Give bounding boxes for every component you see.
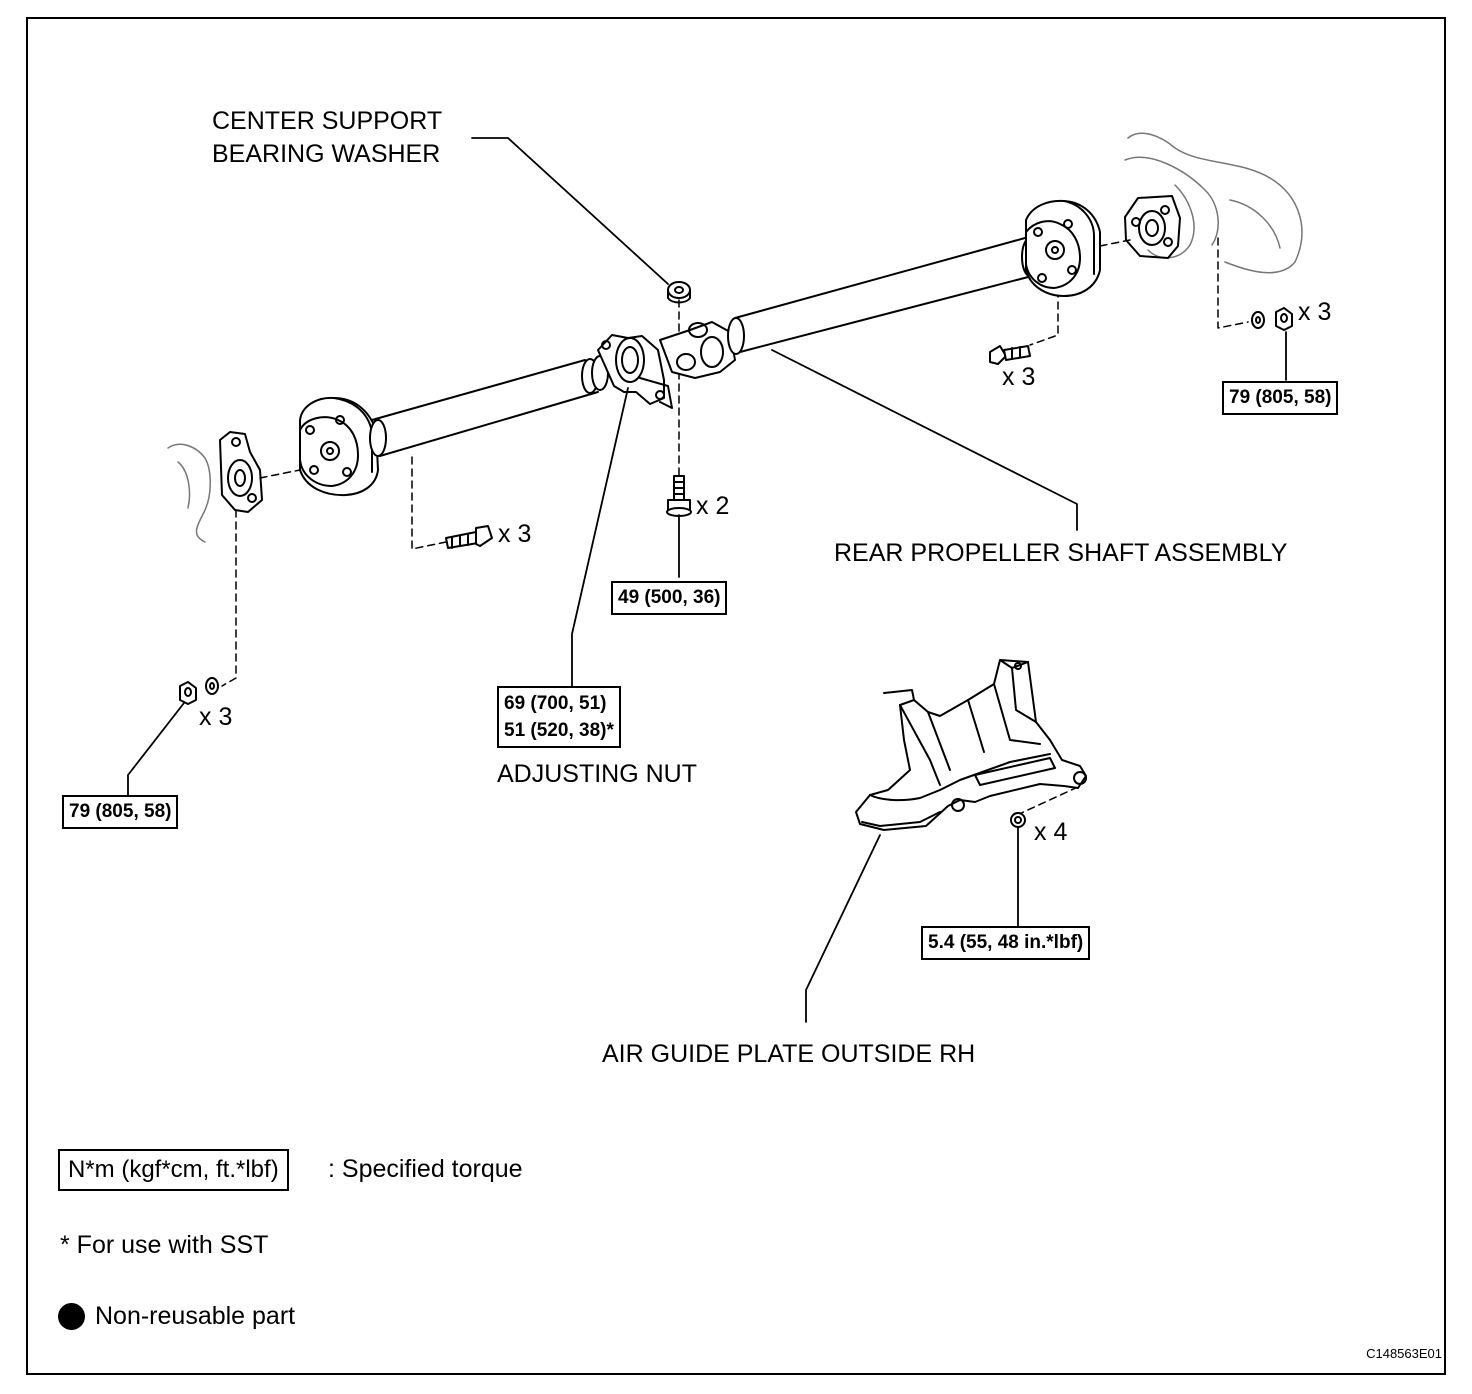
- air-guide-plate-label: AIR GUIDE PLATE OUTSIDE RH: [602, 1040, 976, 1068]
- rear-diff-flange: [1124, 195, 1181, 259]
- transmission-output: [167, 443, 211, 543]
- rear-flange-nut-quantity: x 3: [1298, 298, 1332, 326]
- torque-unit-legend-text: : Specified torque: [328, 1155, 523, 1183]
- transmission-flange: [219, 431, 263, 513]
- leader-lines: [127, 137, 1287, 1023]
- adjusting-nut-torque-sst: 51 (520, 38)*: [504, 720, 614, 741]
- front-shaft-tube: [369, 355, 609, 457]
- front-flange-nut-washer: [179, 677, 219, 705]
- rear-flange-nut-washer: [1251, 307, 1293, 331]
- center-support-bolt-quantity: x 2: [696, 492, 730, 520]
- adjusting-nut-label: ADJUSTING NUT: [497, 760, 697, 788]
- center-support-bearing: [597, 334, 673, 409]
- rear-shaft-tube: [727, 237, 1039, 355]
- center-support-washer-label-line1: CENTER SUPPORT: [212, 107, 443, 135]
- universal-joint: [659, 321, 736, 379]
- torque-unit-legend-box: N*m (kgf*cm, ft.*lbf): [58, 1149, 289, 1191]
- front-coupling-bolt-quantity: x 3: [498, 520, 532, 548]
- air-guide-plate-nut: [1010, 812, 1026, 828]
- air-guide-plate: [855, 659, 1087, 831]
- center-support-torque: 49 (500, 36): [611, 581, 728, 615]
- rear-coupling-bolt-quantity: x 3: [1002, 363, 1036, 391]
- air-guide-nut-quantity: x 4: [1034, 818, 1068, 846]
- front-flexible-coupling: [299, 396, 379, 497]
- figure-code: C148563E01: [1366, 1346, 1442, 1361]
- adjusting-nut-torque-standard: 69 (700, 51): [504, 693, 607, 714]
- front-coupling-bolt: [445, 525, 493, 549]
- assembly-guide-lines: [221, 237, 1249, 816]
- rear-coupling-bolt: [989, 345, 1031, 365]
- front-flange-torque: 79 (805, 58): [62, 795, 179, 829]
- non-reusable-part-icon: [58, 1303, 85, 1330]
- adjusting-nut-torque: 69 (700, 51) 51 (520, 38)*: [497, 686, 621, 748]
- center-support-washer-label: CENTER SUPPORT BEARING WASHER: [212, 105, 442, 171]
- rear-flange-torque: 79 (805, 58): [1222, 381, 1339, 415]
- center-support-washer-label-line2: BEARING WASHER: [212, 140, 441, 168]
- rear-propeller-shaft-label: REAR PROPELLER SHAFT ASSEMBLY: [834, 539, 1288, 567]
- air-guide-plate-torque: 5.4 (55, 48 in.*lbf): [921, 926, 1091, 960]
- center-support-bolt: [666, 475, 692, 517]
- sst-note: * For use with SST: [60, 1231, 269, 1259]
- non-reusable-part-label: Non-reusable part: [95, 1302, 296, 1330]
- front-flange-nut-quantity: x 3: [199, 703, 233, 731]
- center-support-bearing-washer: [667, 281, 691, 304]
- rear-differential: [1124, 132, 1303, 274]
- rear-flexible-coupling: [1025, 199, 1101, 297]
- diagram-frame: [26, 17, 1446, 1375]
